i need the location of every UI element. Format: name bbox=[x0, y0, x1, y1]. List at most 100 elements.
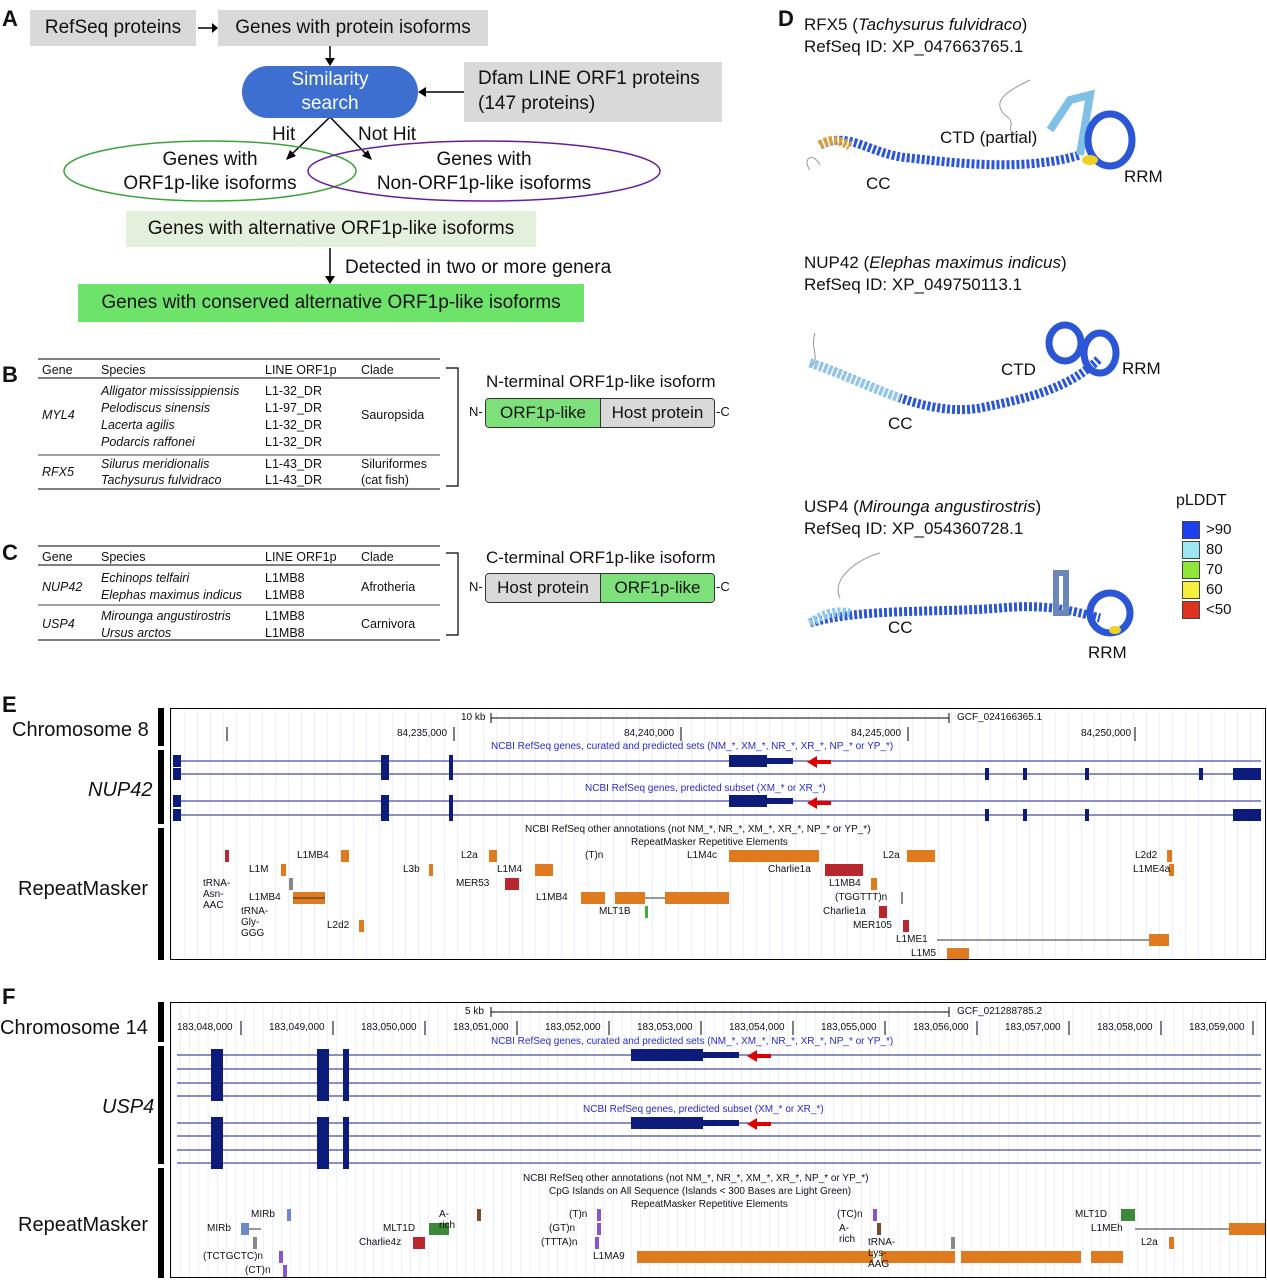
f-rm-label: RepeatMasker bbox=[18, 1214, 149, 1236]
e-rep-12: MLT1B bbox=[599, 906, 631, 917]
e-rep-18: MER105 bbox=[853, 920, 892, 931]
e-rep-15: L1MB4 bbox=[829, 878, 861, 889]
f-track4-title: CpG Islands on All Sequence (Islands < 3… bbox=[549, 1186, 852, 1197]
f-tick-12: 183,059,000 bbox=[1189, 1022, 1245, 1033]
b-clade-1: Sauropsida bbox=[361, 408, 425, 422]
c-clade-2: Carnivora bbox=[361, 617, 416, 631]
e-rep-20: L1ME1 bbox=[896, 934, 928, 945]
b-isoform-diagram: ORF1p-like Host protein bbox=[485, 398, 715, 428]
d-title-2: NUP42 (Elephas maximus indicus) RefSeq I… bbox=[804, 253, 1067, 294]
f-track1-title: NCBI RefSeq genes, curated and predicted… bbox=[491, 1036, 894, 1047]
legend-label-80: 80 bbox=[1206, 541, 1223, 558]
panel-b-label: B bbox=[2, 362, 18, 387]
legend-label-50: <50 bbox=[1206, 601, 1232, 618]
f-tick-11: 183,058,000 bbox=[1097, 1022, 1153, 1033]
dfam-line-2: (147 proteins) bbox=[478, 93, 596, 114]
f-tick-1: 183,048,000 bbox=[177, 1022, 233, 1033]
e-scale: 10 kb bbox=[461, 712, 486, 723]
d1-species: Tachysurus fulvidraco bbox=[857, 15, 1022, 34]
panel-c-label: C bbox=[2, 540, 18, 565]
nup42-cc-label: CC bbox=[888, 414, 913, 433]
c-n-term: N- bbox=[469, 579, 483, 594]
panel-c-table: Gene Species LINE ORF1p Clade NUP42 Echi… bbox=[38, 548, 448, 644]
e-bar-3 bbox=[158, 828, 164, 960]
e-tick-2: 84,240,000 bbox=[624, 728, 675, 739]
e-rm-label: RepeatMasker bbox=[18, 878, 149, 900]
f-bar-1 bbox=[158, 1002, 164, 1042]
plddt-legend: >90 80 70 60 <50 bbox=[1182, 520, 1231, 620]
f-rep-16: L2a bbox=[1141, 1237, 1158, 1248]
e-rep-23: L1ME4a bbox=[1133, 864, 1171, 875]
c-orf-1: L1MB8 bbox=[265, 571, 305, 585]
d-title-1: RFX5 (Tachysurus fulvidraco) RefSeq ID: … bbox=[804, 15, 1028, 56]
orf1-line-1: Genes with bbox=[162, 149, 258, 170]
f-rep-6: A-rich bbox=[439, 1209, 456, 1231]
legend-row-70: 70 bbox=[1182, 560, 1231, 580]
f-rep-11: (TC)n bbox=[837, 1209, 863, 1220]
usp4-structure bbox=[807, 552, 1134, 637]
b-orf-2: L1-97_DR bbox=[265, 401, 322, 415]
conserved-isoforms-box: Genes with conserved alternative ORF1p-l… bbox=[78, 284, 584, 322]
e-rep-3: L1MB4 bbox=[249, 892, 281, 903]
e-rep-4: tRNA-Gly-GGG bbox=[241, 906, 269, 939]
b-h-orf: LINE ORF1p bbox=[265, 363, 337, 377]
rfx5-rrm-label: RRM bbox=[1124, 167, 1163, 186]
b-h-species: Species bbox=[101, 363, 146, 377]
b-orf-5: L1-43_DR bbox=[265, 457, 322, 471]
e-rep-22: L2d2 bbox=[1135, 850, 1158, 861]
orf1-line-2: ORF1p-like isoforms bbox=[123, 173, 297, 194]
c-host-segment: Host protein bbox=[486, 574, 601, 602]
similarity-line-2: search bbox=[301, 93, 359, 114]
genes-isoforms-box: Genes with protein isoforms bbox=[218, 10, 488, 46]
e-rep-1: L1M bbox=[249, 864, 269, 875]
orf1-like-genes: Genes with ORF1p-like isoforms bbox=[92, 148, 328, 196]
e-assembly: GCF_024166365.1 bbox=[957, 712, 1043, 723]
e-rep-11: L1MB4 bbox=[536, 892, 568, 903]
b-gene-rfx5: RFX5 bbox=[42, 465, 74, 479]
f-rep-15: L1MEh bbox=[1091, 1223, 1123, 1234]
d2-species: Elephas maximus indicus bbox=[869, 253, 1062, 272]
c-sp-4: Ursus arctos bbox=[101, 626, 172, 640]
nup42-rrm-label: RRM bbox=[1122, 359, 1161, 378]
e-rep-7: L2a bbox=[461, 850, 478, 861]
e-track1-title: NCBI RefSeq genes, curated and predicted… bbox=[491, 741, 894, 752]
e-browser-graphics bbox=[171, 709, 1265, 959]
nup42-ctd-label: CTD bbox=[1001, 360, 1036, 379]
b-h-gene: Gene bbox=[42, 363, 73, 377]
similarity-line-1: Similarity bbox=[291, 69, 369, 90]
refseq-proteins-box: RefSeq proteins bbox=[30, 10, 196, 46]
e-rep-13: L1M4c bbox=[687, 850, 718, 861]
e-track2-title: NCBI RefSeq genes, predicted subset (XM_… bbox=[585, 783, 826, 794]
f-browser: 5 kb GCF_021288785.2 183,048,000 183,049… bbox=[170, 1002, 1266, 1278]
b-sp-6: Tachysurus fulvidraco bbox=[101, 473, 222, 487]
dfam-line-1: Dfam LINE ORF1 proteins bbox=[478, 68, 700, 89]
f-tick-8: 183,055,000 bbox=[821, 1022, 877, 1033]
d3-species: Mirounga angustirostris bbox=[858, 497, 1036, 516]
e-chrom-label: Chromosome 8 bbox=[12, 719, 149, 741]
e-rep-6: L3b bbox=[403, 864, 420, 875]
dfam-box: Dfam LINE ORF1 proteins (147 proteins) bbox=[464, 62, 722, 122]
panel-d-label: D bbox=[778, 6, 794, 31]
f-chrom-label: Chromosome 14 bbox=[0, 1017, 148, 1039]
f-tick-7: 183,054,000 bbox=[729, 1022, 785, 1033]
c-orf-4: L1MB8 bbox=[265, 626, 305, 640]
arrow-right-icon bbox=[198, 23, 218, 33]
f-rep-13: tRNA-Lys-AAG bbox=[868, 1237, 896, 1270]
rfx5-ctd-label: CTD (partial) bbox=[940, 128, 1038, 147]
non-orf1-like-genes: Genes with Non-ORF1p-like isoforms bbox=[350, 148, 618, 196]
f-rep-9: (TTTA)n bbox=[541, 1237, 578, 1248]
b-sp-3: Lacerta agilis bbox=[101, 418, 175, 432]
d3-refseq: RefSeq ID: XP_054360728.1 bbox=[804, 519, 1024, 538]
f-rep-4: MLT1D bbox=[383, 1223, 416, 1234]
e-rep-17: Charlie1a bbox=[823, 906, 866, 917]
c-h-gene: Gene bbox=[42, 550, 73, 564]
b-sp-4: Podarcis raffonei bbox=[101, 435, 195, 449]
usp4-rrm-label: RRM bbox=[1088, 643, 1127, 662]
legend-row-90: >90 bbox=[1182, 520, 1231, 540]
rfx5-cc-label: CC bbox=[866, 174, 891, 193]
e-rep-14: Charlie1a bbox=[768, 864, 811, 875]
d-title-3: USP4 (Mirounga angustirostris) RefSeq ID… bbox=[804, 497, 1042, 538]
b-gene-myl4: MYL4 bbox=[42, 408, 75, 422]
panel-a-label: A bbox=[2, 6, 18, 31]
panel-b-rules bbox=[38, 358, 459, 490]
